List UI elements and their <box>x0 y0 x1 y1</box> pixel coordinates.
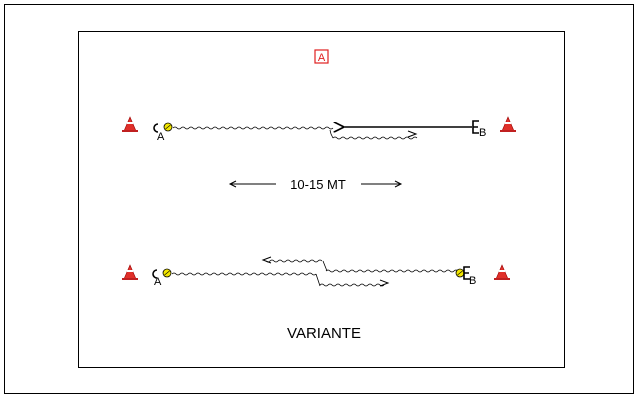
dribble-path-b <box>265 259 459 273</box>
bottom-drill: A B <box>122 256 510 288</box>
cone-icon <box>122 264 138 280</box>
ball-icon <box>163 122 173 132</box>
player-b-label: B <box>479 127 486 139</box>
arrow-head <box>261 256 272 264</box>
cone-icon <box>494 264 510 280</box>
ball-icon <box>162 268 172 278</box>
top-drill: A B <box>122 116 516 143</box>
ball-icon <box>455 268 465 278</box>
dribble-path-a <box>171 272 385 287</box>
arrow-head <box>379 279 390 287</box>
player-a-label: A <box>157 131 165 143</box>
arrow-head <box>407 130 418 138</box>
player-b-icon: B <box>472 120 486 139</box>
cone-icon <box>122 116 138 132</box>
dribble-path <box>172 126 418 140</box>
player-b-label: B <box>469 275 476 287</box>
coach-marker-label: A <box>318 52 326 64</box>
player-a-label: A <box>154 276 162 288</box>
distance-label: 10-15 MT <box>290 177 346 192</box>
cone-icon <box>500 116 516 132</box>
drill-field <box>78 31 565 368</box>
player-a-icon: A <box>152 269 162 288</box>
variant-label: VARIANTE <box>287 325 361 342</box>
distance-annotation: 10-15 MT <box>228 177 403 192</box>
coach-marker: A <box>314 49 329 64</box>
player-b-icon: B <box>463 266 476 287</box>
player-a-icon: A <box>153 123 165 143</box>
